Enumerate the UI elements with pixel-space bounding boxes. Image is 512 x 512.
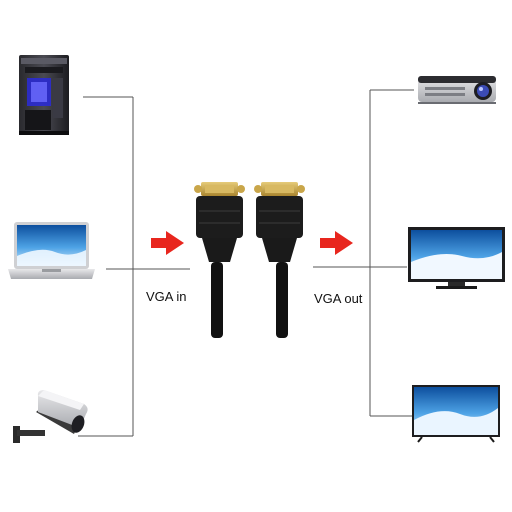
vga-connector-left bbox=[194, 182, 245, 338]
input-arrow-icon bbox=[151, 231, 184, 255]
output-arrow-icon bbox=[320, 231, 353, 255]
vga-in-label: VGA in bbox=[146, 289, 187, 304]
input-lines bbox=[78, 96, 190, 437]
pc-tower-icon bbox=[19, 55, 69, 135]
vga-out-label: VGA out bbox=[314, 291, 363, 306]
cctv-camera-icon bbox=[13, 390, 88, 443]
monitor-icon bbox=[408, 227, 505, 289]
tv-icon bbox=[412, 385, 500, 443]
output-lines bbox=[313, 89, 414, 417]
vga-connector-right bbox=[254, 182, 305, 338]
laptop-icon bbox=[8, 222, 95, 279]
projector-icon bbox=[418, 76, 496, 104]
